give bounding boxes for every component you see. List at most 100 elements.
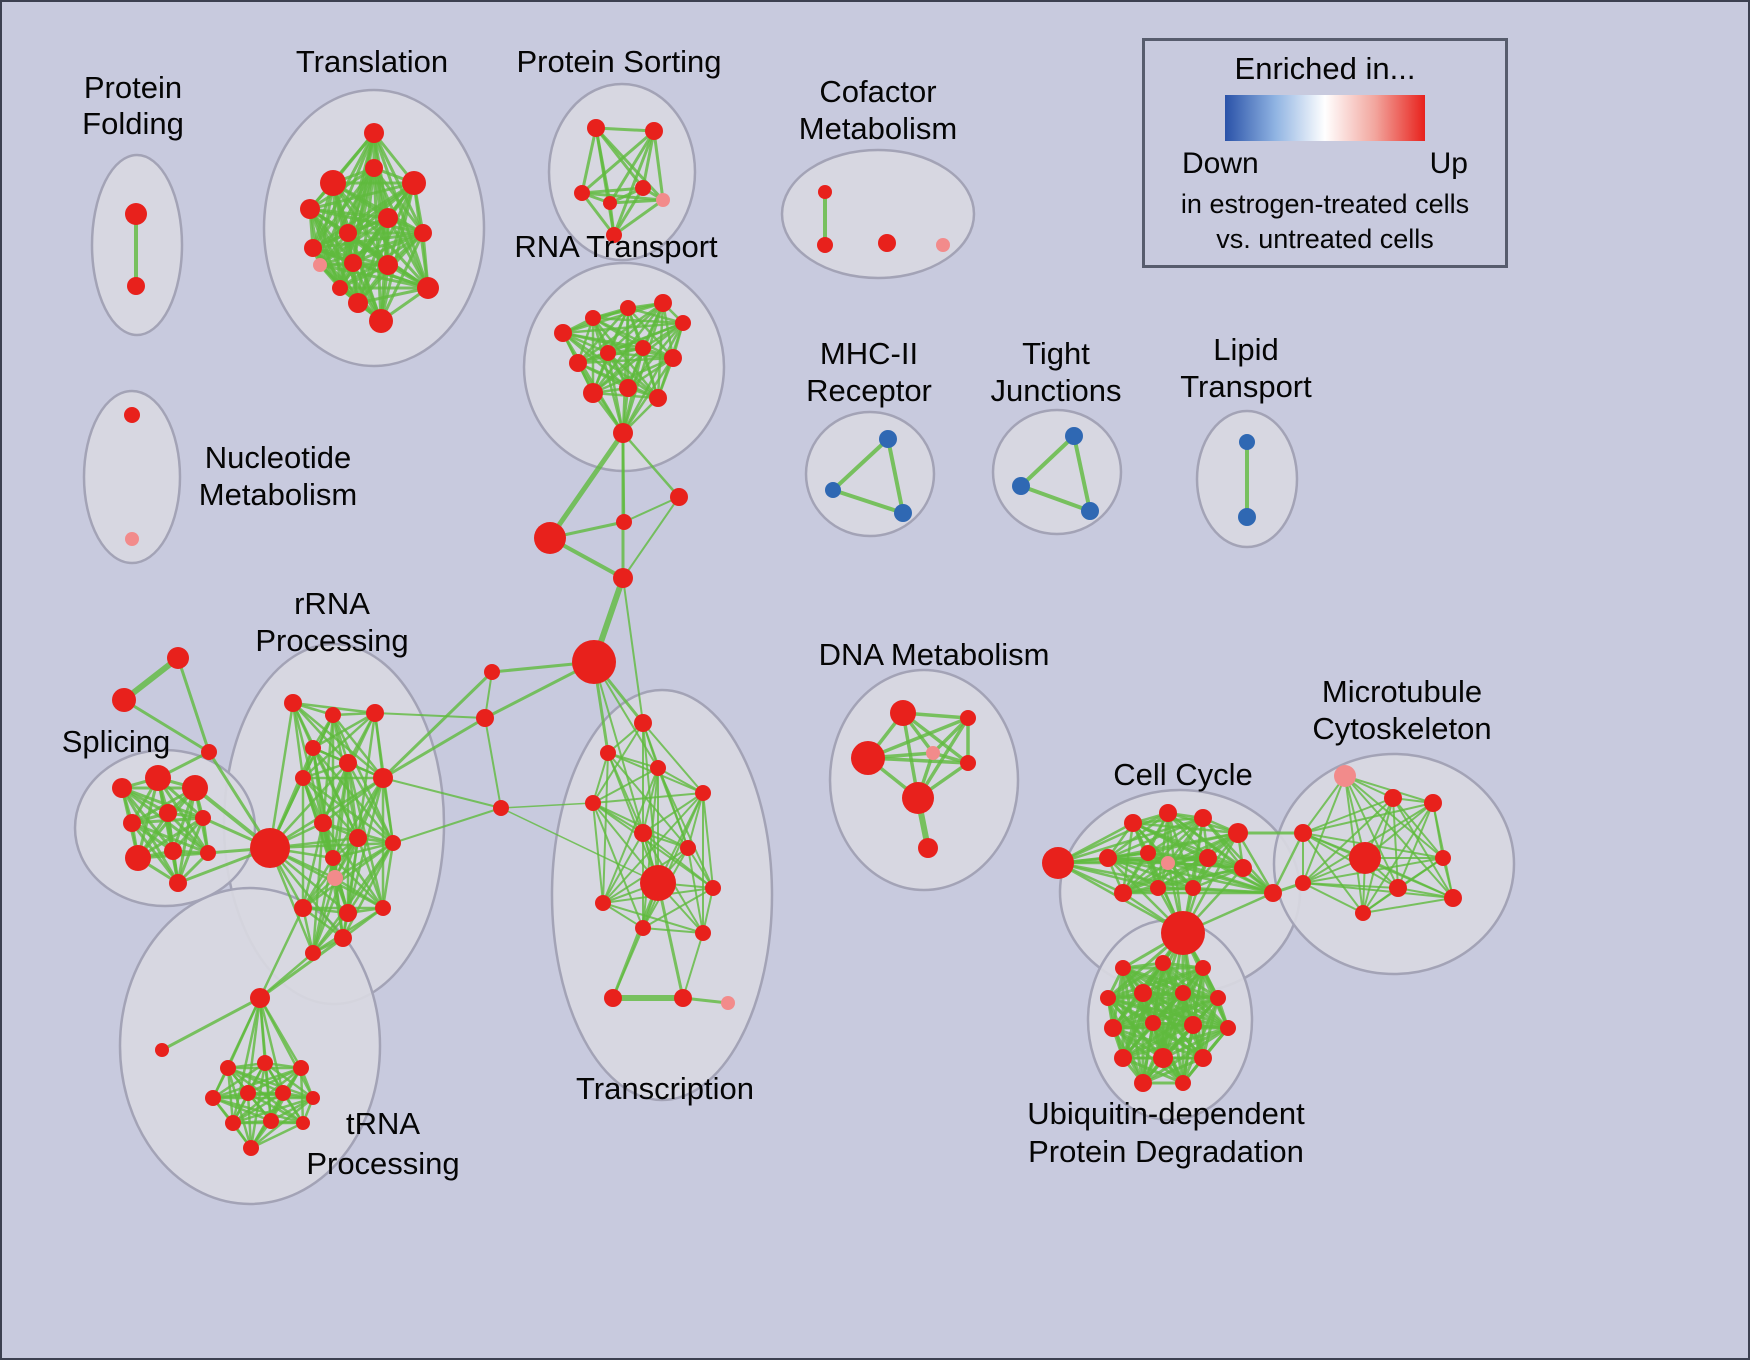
edge bbox=[1397, 802, 1434, 889]
node-red bbox=[325, 850, 341, 866]
edge bbox=[594, 126, 665, 202]
edge bbox=[338, 216, 390, 290]
node-blue bbox=[1238, 508, 1256, 526]
node-red bbox=[250, 828, 290, 868]
node-red bbox=[1195, 960, 1211, 976]
edge bbox=[592, 752, 609, 804]
edge bbox=[831, 488, 905, 515]
edge bbox=[576, 356, 675, 365]
node-red bbox=[1194, 809, 1212, 827]
node-red bbox=[606, 227, 622, 243]
node-red bbox=[348, 293, 368, 313]
edge bbox=[1106, 811, 1170, 860]
edge bbox=[642, 767, 659, 929]
node-red bbox=[705, 880, 721, 896]
node-red bbox=[124, 407, 140, 423]
edge bbox=[381, 670, 494, 780]
edge bbox=[594, 126, 656, 133]
node-red bbox=[112, 688, 136, 712]
edge bbox=[642, 792, 704, 834]
node-red bbox=[1384, 789, 1402, 807]
edge bbox=[1364, 857, 1454, 899]
node-red bbox=[664, 349, 682, 367]
edge bbox=[591, 301, 665, 395]
node-red bbox=[585, 310, 601, 326]
node-pink bbox=[1161, 856, 1175, 870]
node-red bbox=[1389, 879, 1407, 897]
node-red bbox=[554, 324, 572, 342]
edge bbox=[580, 191, 616, 237]
edge bbox=[591, 356, 675, 395]
edge bbox=[592, 792, 704, 804]
edge bbox=[318, 166, 376, 267]
edge bbox=[311, 711, 377, 750]
node-red bbox=[613, 568, 633, 588]
node-red bbox=[240, 1085, 256, 1101]
edge bbox=[622, 496, 680, 579]
node-red bbox=[365, 159, 383, 177]
node-red bbox=[635, 340, 651, 356]
node-red bbox=[1155, 955, 1171, 971]
node-red bbox=[339, 904, 357, 922]
node-red bbox=[1199, 849, 1217, 867]
edge bbox=[1362, 897, 1454, 914]
edge bbox=[311, 836, 360, 955]
node-red bbox=[385, 835, 401, 851]
node-red bbox=[1210, 990, 1226, 1006]
edge bbox=[621, 431, 681, 499]
node-red bbox=[225, 1115, 241, 1131]
node-red bbox=[284, 694, 302, 712]
node-red bbox=[569, 354, 587, 372]
node-red bbox=[220, 1060, 236, 1076]
node-red bbox=[890, 700, 916, 726]
node-red bbox=[159, 804, 177, 822]
edge bbox=[602, 752, 609, 904]
node-red bbox=[332, 280, 348, 296]
edge bbox=[702, 792, 714, 889]
node-red bbox=[1185, 880, 1201, 896]
edge bbox=[311, 166, 376, 250]
edge bbox=[1072, 434, 1092, 513]
node-red bbox=[375, 900, 391, 916]
edge bbox=[626, 306, 685, 325]
edge bbox=[576, 361, 660, 400]
cluster-ellipse-nucleotide-metabolism bbox=[82, 389, 182, 565]
node-red bbox=[1140, 845, 1156, 861]
node-red bbox=[1349, 842, 1381, 874]
edge bbox=[291, 701, 305, 780]
node-red bbox=[257, 1055, 273, 1071]
edge bbox=[130, 821, 180, 885]
edge bbox=[1141, 966, 1205, 995]
edge bbox=[592, 722, 644, 804]
node-red bbox=[167, 647, 189, 669]
edge bbox=[249, 1121, 305, 1150]
edge bbox=[626, 356, 675, 390]
edge bbox=[687, 792, 704, 849]
edge bbox=[580, 186, 645, 195]
legend-gradient-bar bbox=[1225, 95, 1425, 141]
edge bbox=[608, 198, 665, 205]
edge bbox=[1302, 882, 1454, 899]
node-red bbox=[378, 208, 398, 228]
node-red bbox=[1124, 814, 1142, 832]
edge bbox=[1302, 882, 1364, 914]
edge bbox=[392, 807, 502, 844]
edge bbox=[606, 321, 685, 355]
cluster-ellipse-tight-junctions bbox=[991, 408, 1123, 536]
node-red bbox=[1115, 960, 1131, 976]
node-red bbox=[675, 315, 691, 331]
node-red bbox=[275, 1085, 291, 1101]
node-pink bbox=[313, 258, 327, 272]
edge bbox=[333, 876, 385, 910]
node-red bbox=[1435, 850, 1451, 866]
edge bbox=[331, 181, 425, 235]
edge bbox=[1271, 831, 1305, 895]
node-red bbox=[305, 740, 321, 756]
node-red bbox=[650, 760, 666, 776]
edge bbox=[268, 776, 385, 850]
edge bbox=[901, 711, 970, 765]
edge bbox=[372, 166, 425, 235]
